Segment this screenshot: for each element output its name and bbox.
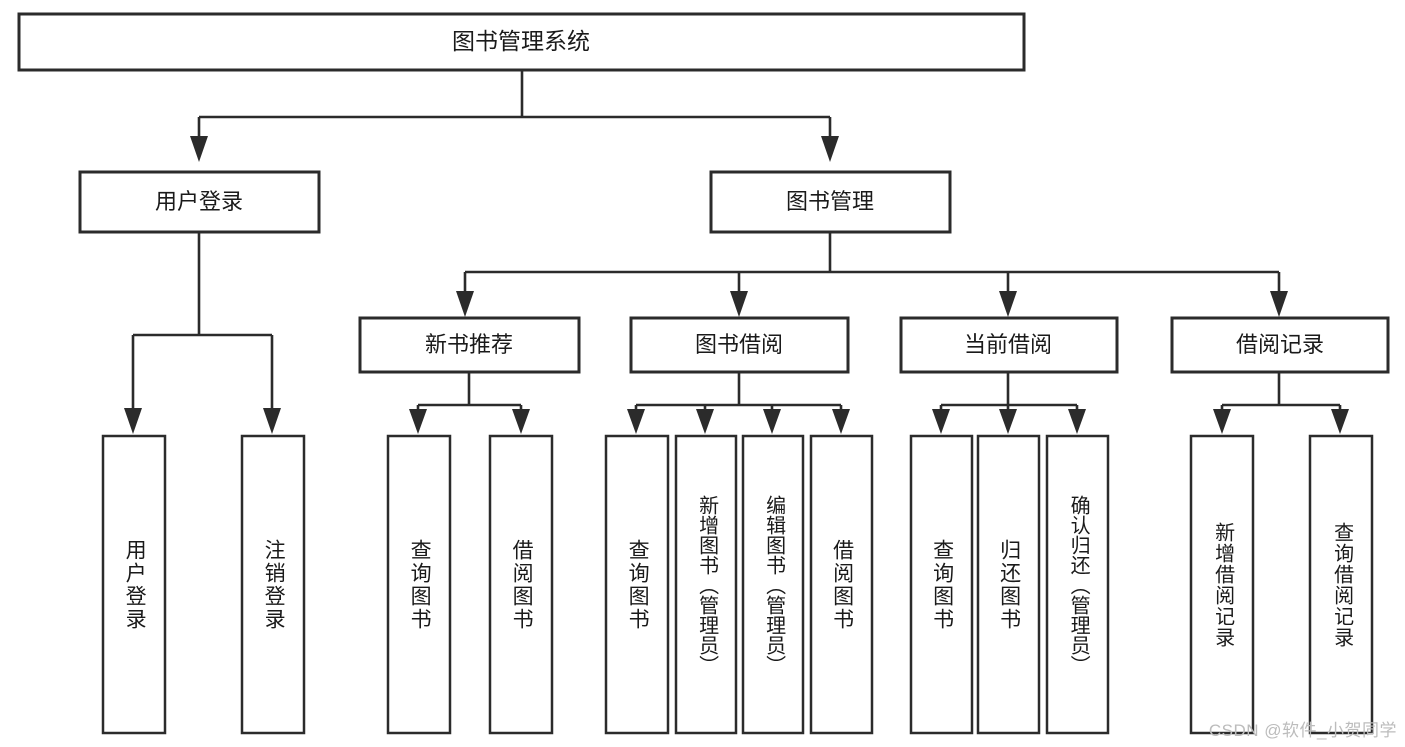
node-leaf-logout[interactable] — [240, 434, 306, 735]
arrowhead-leaf-user-login — [124, 408, 142, 434]
node-borrow-record-label: 借阅记录 — [1236, 332, 1324, 357]
node-current-borrow-label: 当前借阅 — [964, 332, 1052, 357]
arrowhead-leaf-logout — [263, 408, 281, 434]
node-leaf-query-record[interactable] — [1308, 434, 1374, 735]
node-leaf-query-book-current[interactable] — [909, 434, 974, 735]
node-leaf-query-book-rec[interactable] — [386, 434, 452, 735]
arrowhead-leaf-return-book — [999, 409, 1017, 434]
node-leaf-query-book-borrow[interactable] — [604, 434, 670, 735]
node-book-borrow[interactable]: 图书借阅 — [629, 316, 850, 374]
arrowhead-leaf-add-record — [1213, 409, 1231, 434]
arrowhead-leaf-query-book-borrow — [627, 409, 645, 434]
node-leaf-borrow-book[interactable] — [809, 434, 874, 735]
node-leaf-return-book[interactable] — [976, 434, 1041, 735]
arrowhead-leaf-borrow-book — [832, 409, 850, 434]
arrowhead-leaf-borrow-book-rec — [512, 409, 530, 434]
node-book-manage-label: 图书管理 — [786, 189, 874, 214]
csdn-watermark: CSDN @软件_小贺同学 — [1208, 721, 1397, 740]
node-root-label: 图书管理系统 — [452, 28, 590, 54]
node-user-login-label: 用户登录 — [155, 189, 243, 214]
arrowhead-leaf-query-book-current — [932, 409, 950, 434]
arrowhead-leaf-edit-book — [763, 409, 781, 434]
node-leaf-user-login[interactable] — [101, 434, 167, 735]
node-user-login[interactable]: 用户登录 — [78, 170, 321, 234]
node-borrow-record[interactable]: 借阅记录 — [1170, 316, 1390, 374]
arrowhead-leaf-query-record — [1331, 409, 1349, 434]
arrowhead-borrow-record — [1270, 291, 1288, 317]
node-current-borrow[interactable]: 当前借阅 — [899, 316, 1119, 374]
node-leaf-borrow-book-rec[interactable] — [488, 434, 554, 735]
connector-layer — [124, 70, 1349, 434]
node-new-book-recommend[interactable]: 新书推荐 — [358, 316, 581, 374]
arrowhead-user-login — [190, 136, 208, 162]
arrowhead-leaf-confirm-return — [1068, 409, 1086, 434]
arrowhead-book-manage — [821, 136, 839, 162]
arrowhead-leaf-query-book-rec — [409, 409, 427, 434]
arrowhead-new-book-recommend — [456, 291, 474, 317]
node-leaf-add-book[interactable] — [674, 434, 738, 735]
node-book-borrow-label: 图书借阅 — [695, 332, 783, 357]
node-root[interactable]: 图书管理系统 — [17, 12, 1026, 72]
arrowhead-current-borrow — [999, 291, 1017, 317]
leaf-box-layer — [101, 434, 1374, 735]
node-book-manage[interactable]: 图书管理 — [709, 170, 952, 234]
node-leaf-edit-book[interactable] — [741, 434, 805, 735]
arrowhead-leaf-add-book — [696, 409, 714, 434]
node-leaf-confirm-return[interactable] — [1045, 434, 1110, 735]
node-new-book-recommend-label: 新书推荐 — [425, 332, 513, 357]
node-leaf-add-record[interactable] — [1189, 434, 1255, 735]
arrowhead-book-borrow — [730, 291, 748, 317]
